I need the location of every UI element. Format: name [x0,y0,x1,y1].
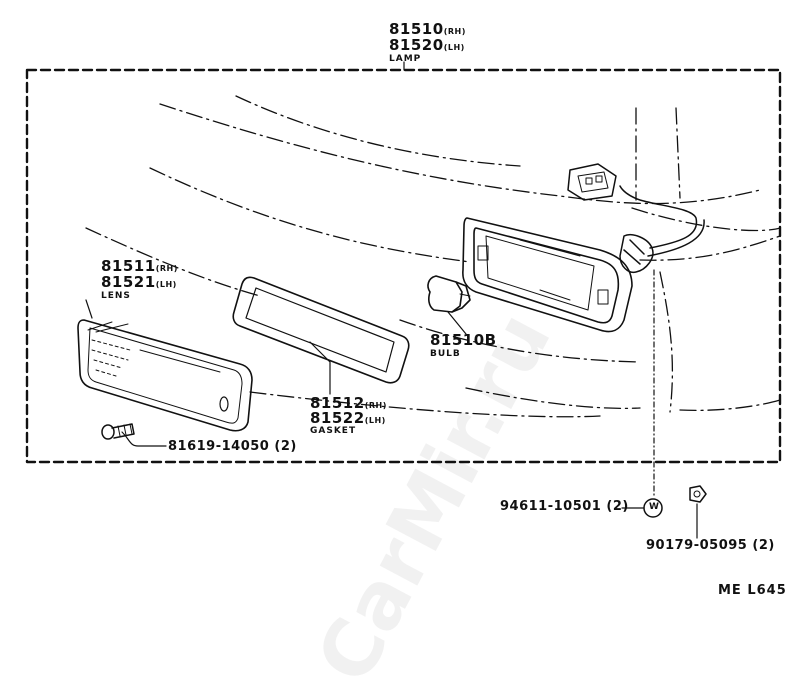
lens-label-lh: 81521(LH) [101,275,177,290]
lamp-pn-rh: 81510 [389,20,444,38]
body-contour-lines [85,95,781,418]
gasket-sfx-lh: (LH) [364,416,386,425]
gasket-label-lh: 81522(LH) [310,411,386,426]
diagram-code: ME L645 [718,583,787,598]
parts-diagram: CarMir.ru 81510(RH) 81520(LH) LAMP 81511… [25,22,787,697]
gasket [232,276,410,384]
lens-pn-rh: 81511 [101,257,156,275]
washer-symbol: W [649,502,659,512]
lens-caption: LENS [101,291,131,301]
screw [101,423,135,440]
lens-sfx-lh: (LH) [155,280,177,289]
lens [77,319,253,432]
lamp-pn-lh: 81520 [389,36,444,54]
diagram-drawing [25,61,782,539]
lens-sfx-rh: (RH) [155,264,178,273]
lamp-sfx-lh: (LH) [443,43,465,52]
lens-label-rh: 81511(RH) [101,259,178,274]
leader-lines [85,299,698,539]
lens-pn-lh: 81521 [101,273,156,291]
gasket-caption: GASKET [310,426,357,436]
lamp-housing [462,217,633,333]
bulb-pn: 81510B [430,331,497,349]
gasket-pn-rh: 81512 [310,394,365,412]
bulb-caption: BULB [430,349,461,359]
bulb [427,275,471,313]
nut-callout: 90179-05095 (2) [646,538,775,553]
nut [689,485,707,503]
screw-callout: 81619-14050 (2) [168,439,297,454]
gasket-label-rh: 81512(RH) [310,396,387,411]
lamp-label-lh: 81520(LH) [389,38,465,53]
lamp-sfx-rh: (RH) [443,27,466,36]
gasket-sfx-rh: (RH) [364,401,387,410]
socket-wiring [567,163,705,274]
washer-callout: 94611-10501 (2) [500,499,629,514]
gasket-pn-lh: 81522 [310,409,365,427]
lamp-label-rh: 81510(RH) [389,22,466,37]
lamp-caption: LAMP [389,54,422,64]
